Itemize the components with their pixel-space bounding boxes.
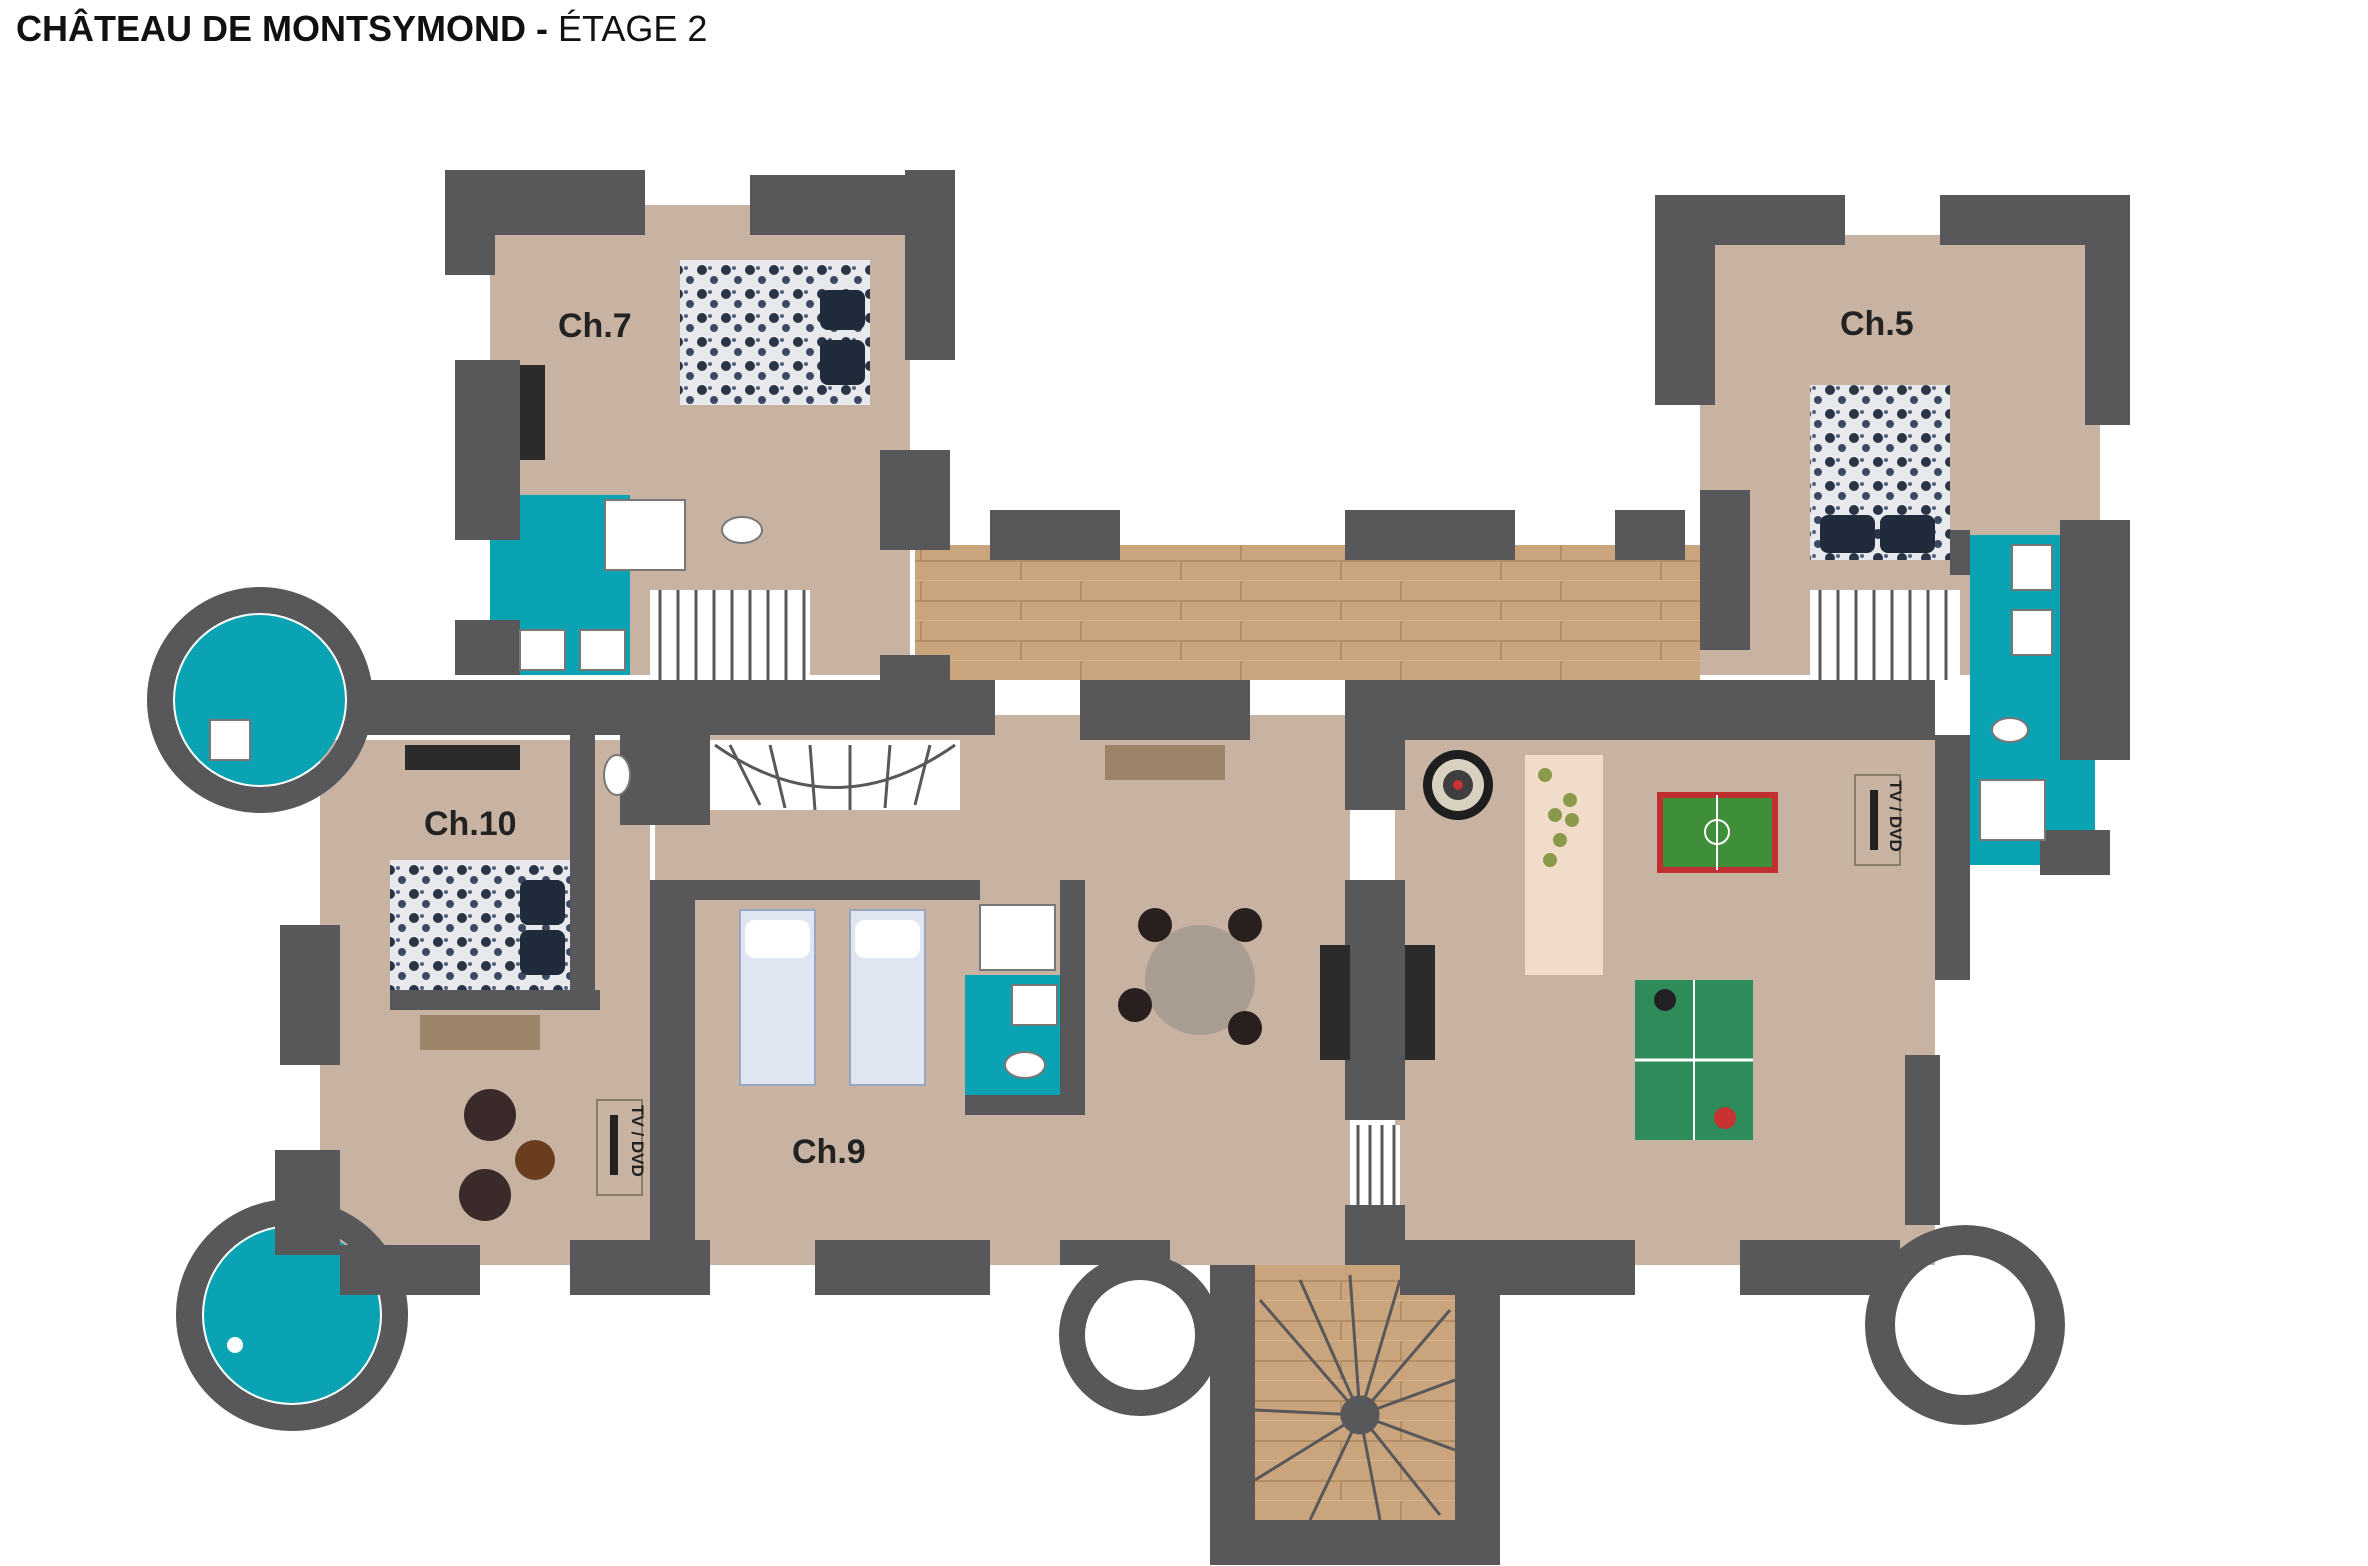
tower-sw-ring [176,1199,408,1431]
dining-table [1118,908,1262,1045]
tower-s-ring [1059,1254,1221,1416]
title-main: CHÂTEAU DE MONTSYMOND [16,8,526,49]
tv-ch10 [596,1099,643,1196]
bed-ch10 [390,860,570,990]
room-label-ch9: Ch.9 [792,1133,866,1171]
furniture [209,260,2053,1353]
bed-ch7 [680,260,870,405]
toilet-icons [603,516,2029,1079]
tower-nw-ring [147,587,373,813]
bathroom-tower-sw [204,1227,380,1403]
page-title: CHÂTEAU DE MONTSYMOND - ÉTAGE 2 [16,8,707,50]
sofa-central [1320,945,1350,1060]
floor-hall-parquet [915,545,1700,680]
towers [147,587,2065,1431]
console-ch10 [420,1015,540,1050]
tv-games-room [1854,774,1901,866]
shower-head-icon [227,1337,243,1353]
title-floor: ÉTAGE 2 [558,8,708,49]
room-label-ch10: Ch.10 [424,805,517,843]
stairs-games-room [1350,1125,1400,1205]
side-table [515,1140,555,1180]
sofa-games [1405,945,1435,1060]
tv-labels: TV / DVD TV / DVD [628,780,1905,1177]
room-label-ch5: Ch.5 [1840,305,1914,343]
baby-foot-icon [1657,792,1778,873]
bar-stools [1538,768,1579,867]
armchair-2 [459,1169,511,1221]
console-hall [1105,745,1225,780]
bathroom-tower-nw [175,615,345,785]
bar-counter [1525,755,1603,975]
armchair-1 [464,1089,516,1141]
room-label-ch7: Ch.7 [558,307,632,345]
tv-label-ch10: TV / DVD [628,1105,647,1177]
stairs-spiral [1254,1274,1456,1521]
dartboard-icon [1423,750,1493,820]
tower-se-ring [1865,1225,2065,1425]
ping-pong-table-icon [1635,980,1753,1140]
shower-icons [604,499,2046,971]
room-labels: Ch.7 Ch.5 Ch.10 Ch.9 [424,305,1914,1171]
sofa-ch10 [405,745,520,770]
bed-ch5 [1810,385,1950,560]
stairs [650,590,1960,1521]
tv-label-games-room: TV / DVD [1886,780,1905,852]
sink-icons [209,544,2053,1026]
sofa-ch7 [520,365,545,460]
stairs-ch5 [1810,590,1960,680]
stairs-central-curved [710,740,960,811]
title-separator: - [526,8,558,49]
stairs-ch7 [650,590,810,680]
twin-beds-ch9 [739,909,926,1086]
